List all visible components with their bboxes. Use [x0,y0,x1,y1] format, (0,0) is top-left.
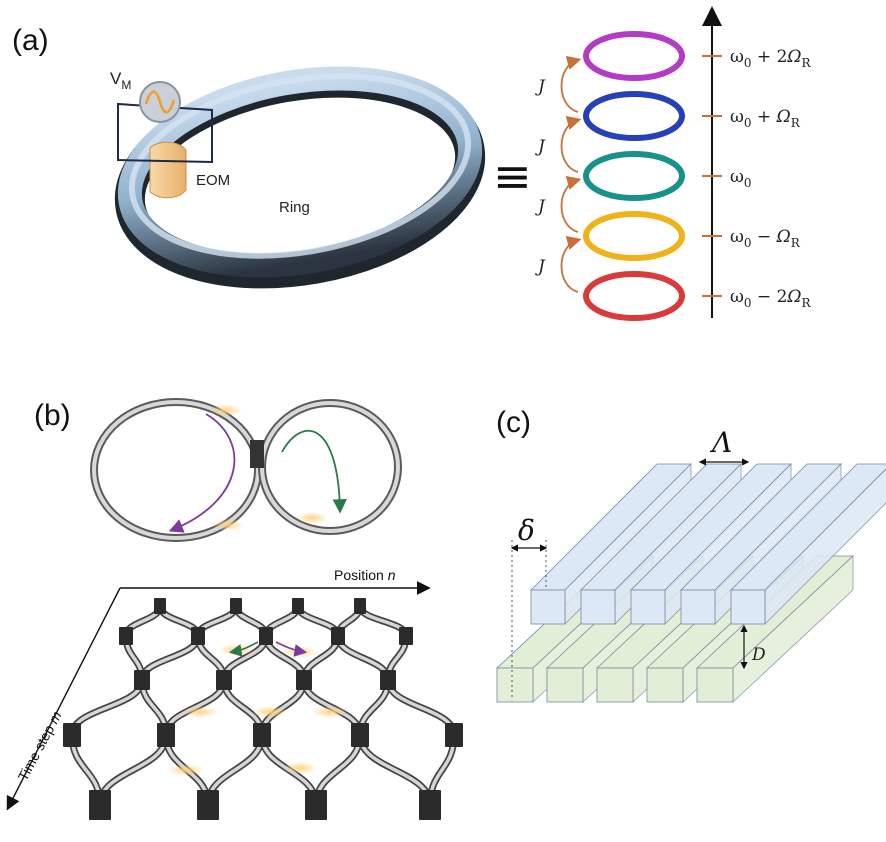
level-ring-1 [583,91,685,141]
panel-a-label: (a) [12,24,49,57]
top-bar-4-front [730,589,766,625]
top-bar-1-front [580,589,616,625]
sine-wave-icon [144,90,176,114]
mesh-node-2-3 [380,670,396,690]
panel-c-label: (c) [496,406,531,439]
top-bar-2-front [630,589,666,625]
mesh-node-3-4 [445,723,463,747]
level-label-2: ω0 [730,167,752,190]
coupling-label-0: J [535,77,546,97]
eom-label: EOM [196,172,230,189]
mesh-node-3-1 [157,723,175,747]
coupling-arrow-3 [560,235,582,293]
coupling-arrow-0 [560,55,582,113]
ccw-arrow [168,413,236,533]
bottom-bar-4-front [696,667,734,703]
top-grating [530,463,886,625]
mesh-node-1-4 [399,627,413,645]
mesh-node-0-1 [230,598,242,614]
level-ring-4 [583,271,685,321]
bottom-bar-1-front [546,667,584,703]
mesh-node-2-1 [216,670,232,690]
coupled-rings [90,398,402,542]
mesh-arrow-left [228,641,259,657]
d-label: D [751,645,766,665]
level-label-0: ω0 + 2ΩR [730,47,812,70]
level-label-1: ω0 + ΩR [730,107,801,130]
coupling-arrow-1 [560,115,582,173]
coupling-label-3: J [535,257,546,277]
level-label-3: ω0 − ΩR [730,227,801,250]
mesh-node-1-2 [259,627,273,645]
bottom-bar-2-front [596,667,634,703]
lambda-label: Λ [709,426,732,459]
mesh-node-1-1 [191,627,205,645]
eom-modulator [149,141,187,199]
frequency-levels: ω0 + 2ΩR ω0 + ΩR ω0 ω0 − ΩR ω0 − 2ΩR [583,31,812,321]
bottom-bar-0-front [496,667,534,703]
mesh-node-2-2 [296,670,312,690]
time-axis-label: Time step m [15,708,65,783]
ring-label: Ring [279,199,310,216]
cw-arrow [281,429,347,514]
level-label-4: ω0 − 2ΩR [730,287,812,310]
mesh-node-1-0 [119,627,133,645]
panel-b-label: (b) [34,399,71,432]
vm-label: VM [110,69,131,92]
top-bar-0-front [530,589,566,625]
mesh-node-3-3 [351,723,369,747]
equivalence-symbol: ≡ [493,149,532,203]
mesh-node-1-3 [331,627,345,645]
mesh-node-4-0 [89,790,111,820]
level-ring-0 [583,31,685,81]
level-ring-2 [583,151,685,201]
ring-resonator [114,66,486,289]
mesh-node-4-2 [305,790,327,820]
voltage-source [117,81,213,164]
time-axis [6,587,121,811]
quantum-walk-mesh [63,598,463,820]
coupling-arrow-2 [560,175,582,233]
coupling-arrows: J J J J [535,55,582,293]
mesh-arrow-right [275,641,308,657]
coupling-label-1: J [535,137,546,157]
coupler-block [250,440,264,468]
position-axis-label: Position n [334,567,396,583]
mesh-node-4-3 [419,790,441,820]
mesh-node-0-3 [354,598,366,614]
mesh-node-2-0 [134,670,150,690]
mesh-node-0-2 [292,598,304,614]
top-bar-3-front [680,589,716,625]
coupling-label-2: J [535,197,546,217]
mesh-node-0-0 [154,598,166,614]
bottom-bar-3-front [646,667,684,703]
level-ring-3 [583,211,685,261]
delta-label: δ [518,514,535,547]
mesh-node-3-2 [253,723,271,747]
mesh-node-3-0 [63,723,81,747]
mesh-node-4-1 [197,790,219,820]
